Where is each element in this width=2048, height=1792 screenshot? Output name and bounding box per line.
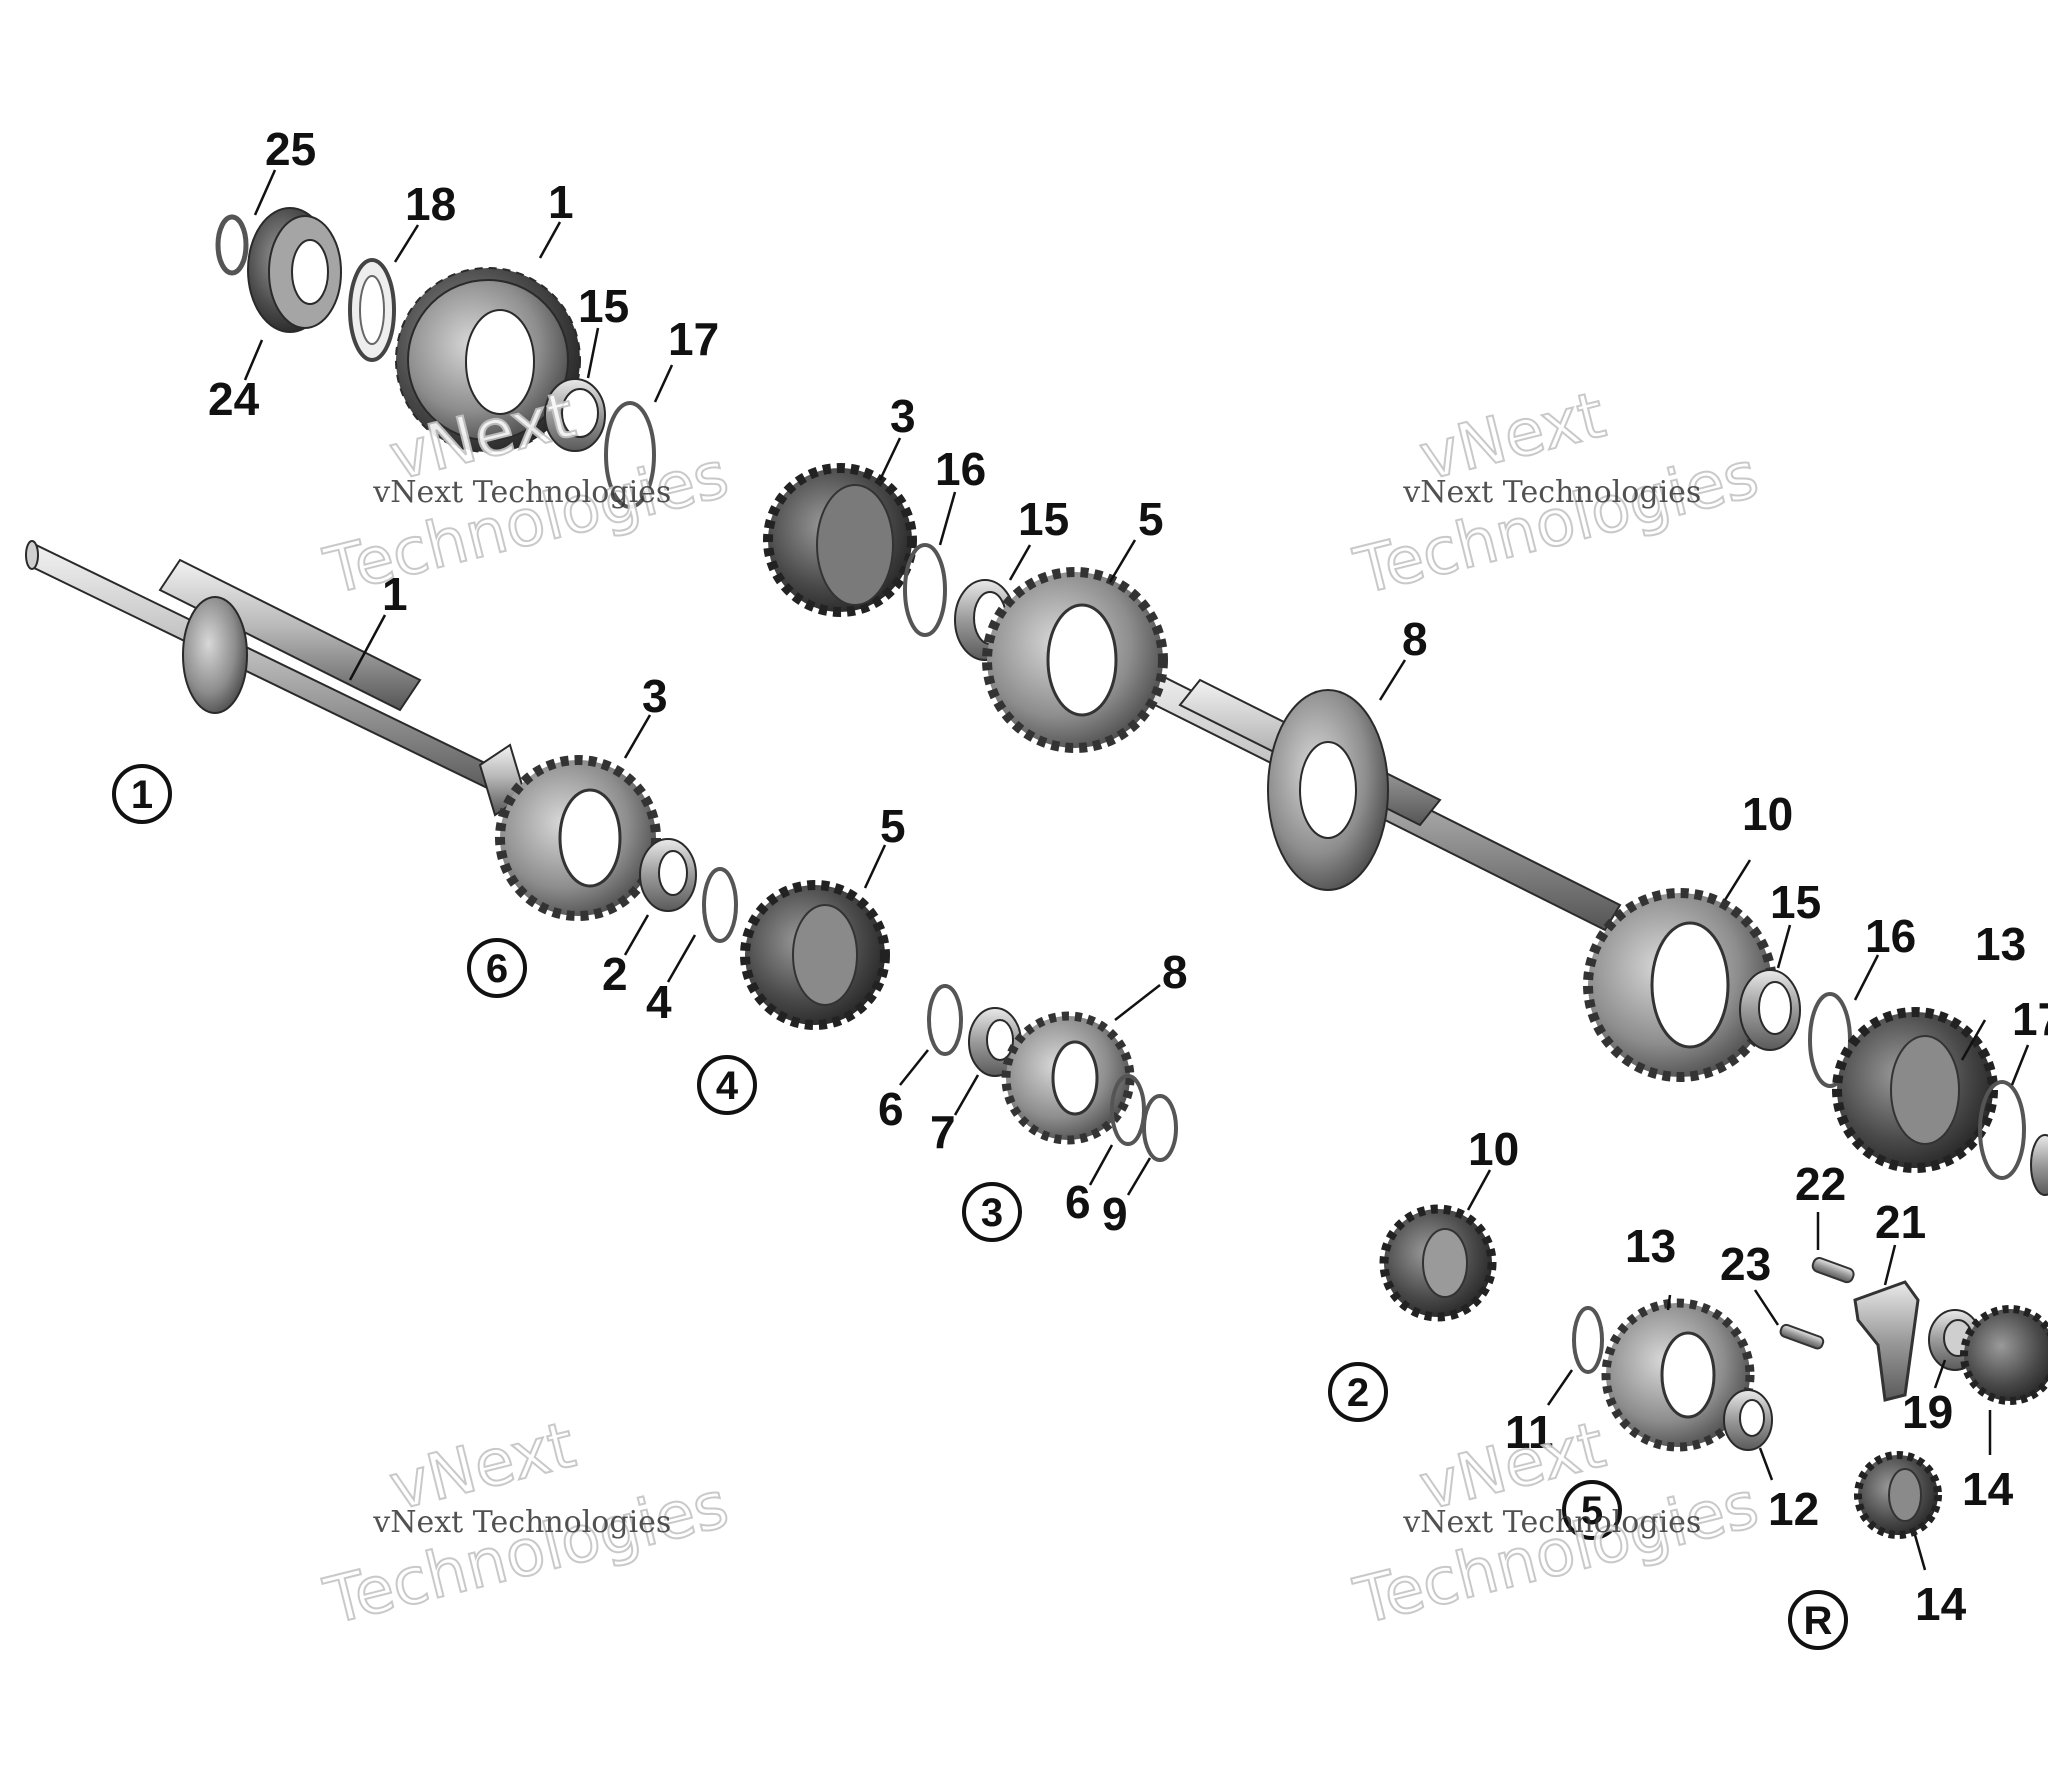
callout-15-right: 15 xyxy=(1770,876,1821,928)
gear-3-low xyxy=(495,755,661,921)
watermark-top-right: vNext Technologies vNext Technologies xyxy=(1347,377,1767,610)
callout-13-low: 13 xyxy=(1625,1220,1676,1272)
gear-10-shaft xyxy=(1583,888,1777,1082)
circlip-6a xyxy=(927,984,963,1056)
bracket-21 xyxy=(1853,1280,1920,1402)
gear-position-r: R xyxy=(1788,1590,1848,1650)
callout-22: 22 xyxy=(1795,1158,1846,1210)
callout-6-a: 6 xyxy=(878,1083,904,1135)
gear-position-6: 6 xyxy=(467,938,527,998)
callout-24: 24 xyxy=(208,373,260,425)
callout-18: 18 xyxy=(405,178,456,230)
svg-text:4: 4 xyxy=(716,1064,739,1108)
callout-16-top: 16 xyxy=(935,443,986,495)
callout-6-b: 6 xyxy=(1065,1176,1091,1228)
circlip-9 xyxy=(1142,1094,1178,1162)
callout-10-shaft: 10 xyxy=(1742,788,1793,840)
callout-8-low: 8 xyxy=(1162,946,1188,998)
svg-text:vNext Technologies: vNext Technologies xyxy=(1402,475,1701,510)
callout-9: 9 xyxy=(1102,1188,1128,1240)
bushing-2 xyxy=(639,838,697,912)
watermark-bottom-left: vNext Technologies vNext Technologies xyxy=(317,1407,737,1640)
callout-11: 11 xyxy=(1505,1406,1554,1458)
svg-text:5: 5 xyxy=(1581,1489,1603,1533)
svg-text:6: 6 xyxy=(486,947,508,991)
gear-13-right xyxy=(1832,1007,1998,1173)
pin-23 xyxy=(1779,1323,1825,1350)
callout-4: 4 xyxy=(646,976,672,1028)
circlip-6b xyxy=(1110,1074,1146,1146)
callout-19: 19 xyxy=(1902,1386,1953,1438)
bearing-24 xyxy=(247,207,342,333)
callout-7: 7 xyxy=(930,1106,956,1158)
callout-1-gear: 1 xyxy=(548,176,574,228)
gear-5-low xyxy=(740,880,890,1030)
gear-position-4: 4 xyxy=(697,1055,757,1115)
gear-position-1: 1 xyxy=(112,764,172,824)
gear-13-low xyxy=(1601,1298,1755,1452)
svg-text:1: 1 xyxy=(131,773,153,817)
circlip-4 xyxy=(702,867,738,943)
svg-text:2: 2 xyxy=(1347,1371,1369,1415)
callout-5-top: 5 xyxy=(1138,493,1164,545)
washer-18 xyxy=(348,258,396,362)
gear-1-top xyxy=(395,267,581,453)
bushing-15-top xyxy=(544,378,606,452)
bushing-12 xyxy=(1723,1389,1773,1451)
circlip-17-top xyxy=(604,401,656,509)
svg-text:R: R xyxy=(1804,1599,1833,1643)
callout-23: 23 xyxy=(1720,1238,1771,1290)
partial-part-edge xyxy=(2030,1134,2048,1196)
bushing-15-right xyxy=(1739,969,1801,1051)
circlip-11 xyxy=(1572,1306,1604,1374)
callout-14-a: 14 xyxy=(1962,1463,2014,1515)
leader-lines xyxy=(243,169,2030,1571)
callout-1-shaft: 1 xyxy=(382,568,408,620)
gear-position-5: 5 xyxy=(1562,1480,1622,1540)
circlip-17-right xyxy=(1978,1080,2026,1180)
gear-position-2: 2 xyxy=(1328,1362,1388,1422)
svg-text:vNext Technologies: vNext Technologies xyxy=(372,475,671,510)
svg-text:3: 3 xyxy=(981,1191,1003,1235)
callout-15-top: 15 xyxy=(578,280,629,332)
gear-14-b xyxy=(1854,1451,1942,1539)
circlip-25 xyxy=(215,214,249,276)
input-shaft xyxy=(25,540,527,817)
callout-17-top: 17 xyxy=(668,313,719,365)
callout-21: 21 xyxy=(1875,1196,1926,1248)
pin-22 xyxy=(1811,1257,1855,1284)
callout-17-right: 17 xyxy=(2012,993,2048,1045)
gear-14-a xyxy=(1960,1305,2048,1405)
callout-8-shaft: 8 xyxy=(1402,613,1428,665)
callout-25: 25 xyxy=(265,123,316,175)
callout-16-right: 16 xyxy=(1865,910,1916,962)
output-shaft xyxy=(1121,655,1622,932)
callout-10-low: 10 xyxy=(1468,1123,1519,1175)
callout-2: 2 xyxy=(602,948,628,1000)
gear-position-markers: 1 6 4 3 2 5 R xyxy=(112,764,1848,1650)
gear-5-mid xyxy=(982,567,1168,753)
callout-15-mid: 15 xyxy=(1018,493,1069,545)
callout-3-low: 3 xyxy=(642,670,668,722)
gear-3-mid xyxy=(763,463,917,617)
gear-10-low xyxy=(1379,1204,1497,1322)
gear-position-3: 3 xyxy=(962,1182,1022,1242)
circlip-16-mid xyxy=(903,543,947,637)
callout-12: 12 xyxy=(1768,1483,1819,1535)
svg-text:vNext Technologies: vNext Technologies xyxy=(1402,1505,1701,1540)
callout-3-top: 3 xyxy=(890,390,916,442)
svg-text:vNext Technologies: vNext Technologies xyxy=(372,1505,671,1540)
callout-14-b: 14 xyxy=(1915,1578,1967,1630)
callout-labels: 25 18 1 15 17 24 3 16 15 5 8 1 3 2 4 5 6… xyxy=(208,123,2048,1630)
callout-5-low: 5 xyxy=(880,800,906,852)
callout-13-right: 13 xyxy=(1975,918,2026,970)
